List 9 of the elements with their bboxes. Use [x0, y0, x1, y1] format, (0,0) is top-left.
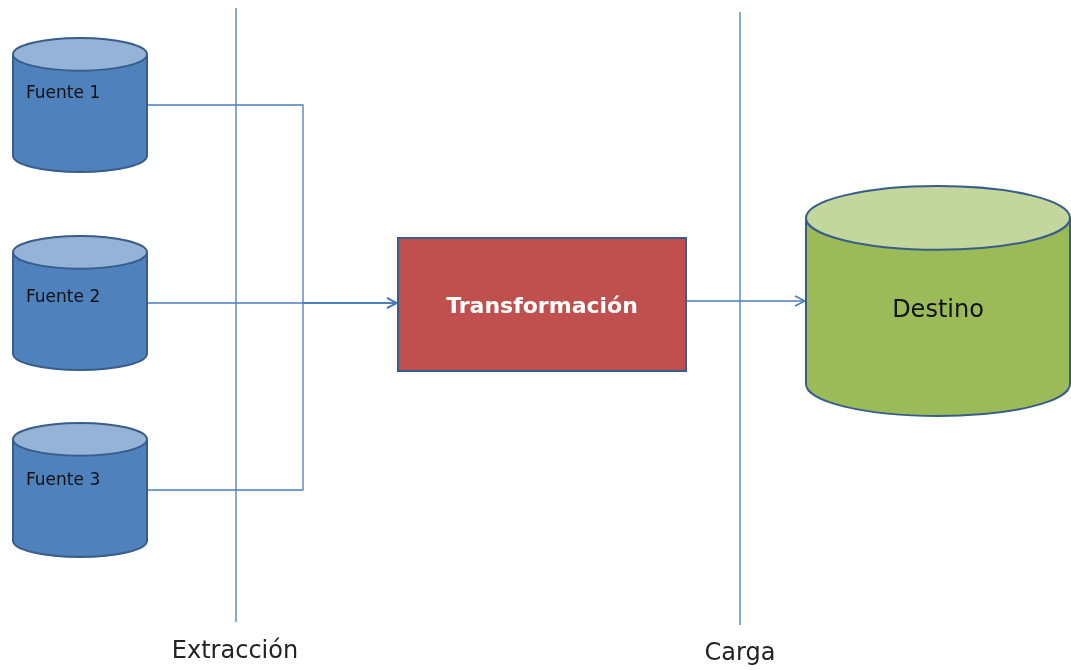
process-label: Transformación: [446, 292, 638, 317]
storage-label: Fuente 2: [26, 286, 101, 306]
storage-label: Fuente 3: [26, 469, 101, 489]
storage-label: Fuente 1: [26, 82, 101, 102]
stage-label: Extracción: [171, 636, 299, 664]
storage-label: Destino: [892, 295, 984, 323]
arrow: [147, 297, 398, 491]
arrow: [686, 295, 806, 307]
stage-label: Carga: [704, 638, 776, 666]
